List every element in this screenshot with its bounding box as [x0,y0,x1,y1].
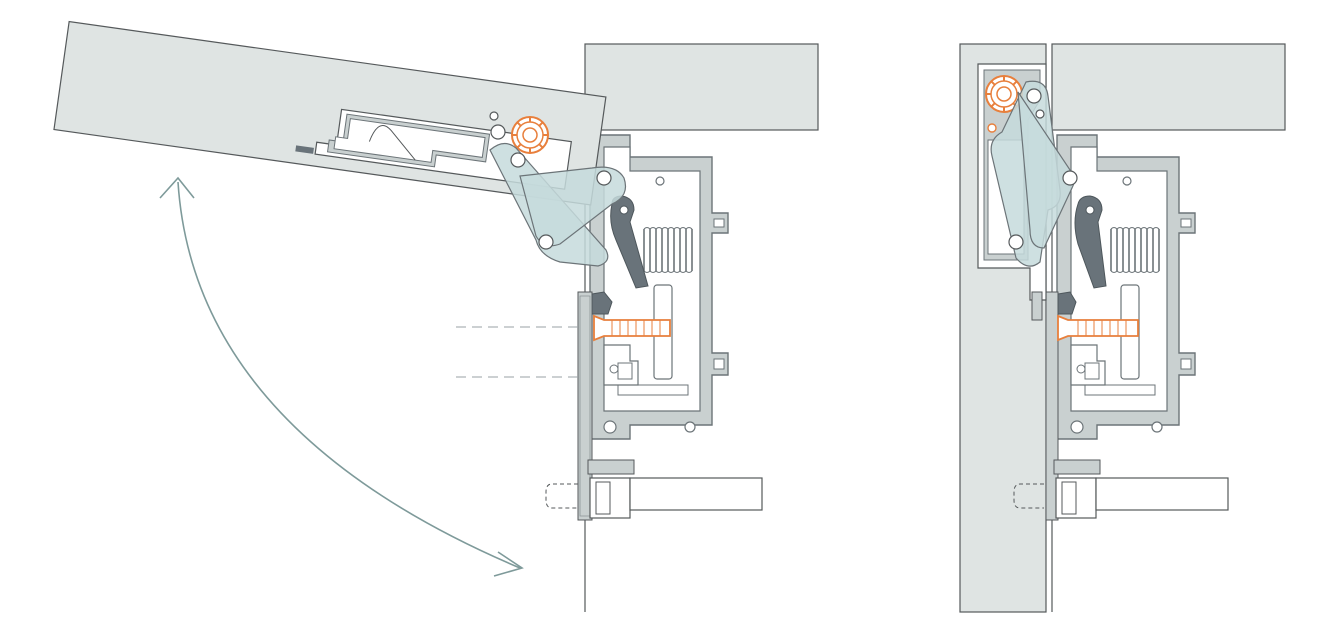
open-state-view [53,20,819,612]
screw-icon [593,314,671,342]
latch-lever-closed [1074,195,1107,289]
hinge-link-arms [489,142,627,267]
mounting-dowel [545,459,763,519]
closed-state-view [959,43,1286,613]
cabinet-side-panel-closed [1051,43,1286,131]
hinge-roller-icon [511,116,549,154]
mounting-dowel-closed [1013,459,1229,519]
screw-icon-closed [1057,314,1139,342]
reference-lines [456,326,584,378]
hinge-housing-closed [1057,135,1195,439]
cabinet-side-panel [584,43,819,131]
double-curved-arrow-icon [159,176,524,577]
hinge-link-arms-closed [990,80,1076,267]
